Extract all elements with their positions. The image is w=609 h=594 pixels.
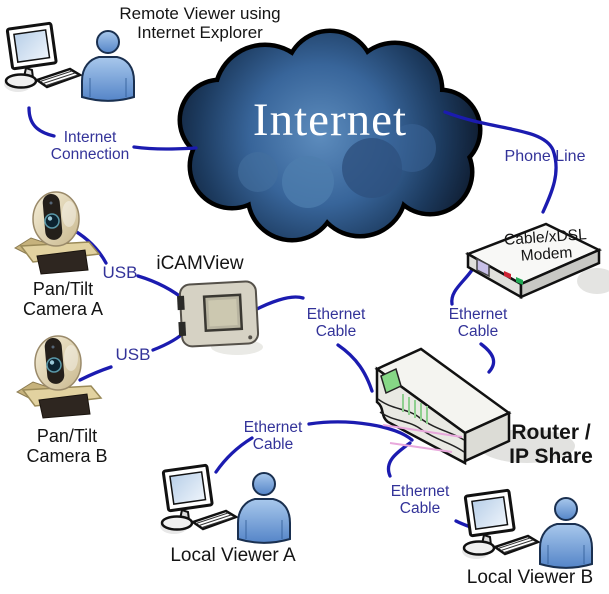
icamview-device-icon [177,280,260,348]
cable-viewer-a-left [214,436,254,474]
internet-cloud-label: Internet [252,94,408,146]
router-label: Router / IP Share [509,421,593,468]
icamview-label: iCAMView [156,253,244,274]
router-led-panel [380,367,402,395]
ethernet-router-viewer-a-label: Ethernet Cable [243,419,303,454]
usb-port-1 [177,295,185,311]
local-viewer-a-label: Local Viewer A [170,545,296,566]
internet-connection-label: Internet Connection [50,129,130,164]
internet-cloud-icon [177,28,483,243]
router-stripes [382,424,463,453]
modem-label: Cable/xDSL Modem [503,226,588,266]
modem-port [476,257,490,278]
cable-internet-connection-left [27,106,56,138]
cable-internet-connection-right [132,145,198,151]
remote-viewer-label: Remote Viewer using Internet Explorer [119,4,281,43]
ethernet-modem-router-label: Ethernet Cable [448,306,508,341]
phone-line-label: Phone Line [504,148,586,165]
modem-led-green [516,277,523,285]
router-vents [402,394,428,424]
usb-port-2 [178,321,187,337]
ethernet-router-viewer-b-label: Ethernet Cable [390,483,450,518]
cable-viewer-a-right [307,420,414,442]
usb-a-label: USB [102,263,138,282]
camera-b-label: Pan/Tilt Camera B [26,426,108,467]
camera-a-label: Pan/Tilt Camera A [22,279,104,320]
cable-usb-b-left [78,365,113,382]
cable-phone-line [443,110,558,214]
usb-b-label: USB [115,345,151,364]
local-viewer-b-workstation-icon [460,488,594,570]
modem-shadow [577,268,609,294]
router-icon [374,347,512,466]
modem-icon [465,222,602,300]
pan-tilt-camera-a-icon [14,191,100,275]
local-viewer-b-label: Local Viewer B [466,567,594,588]
ethernet-icamview-router-label: Ethernet Cable [306,306,366,341]
cable-viewer-b-upper [386,441,412,478]
cable-icamview-router-right [336,343,374,393]
modem-led-red [504,271,511,279]
local-viewer-a-workstation-icon [158,463,292,545]
cable-modem-router-upper [450,268,474,306]
cable-modem-router-lower [479,342,496,374]
